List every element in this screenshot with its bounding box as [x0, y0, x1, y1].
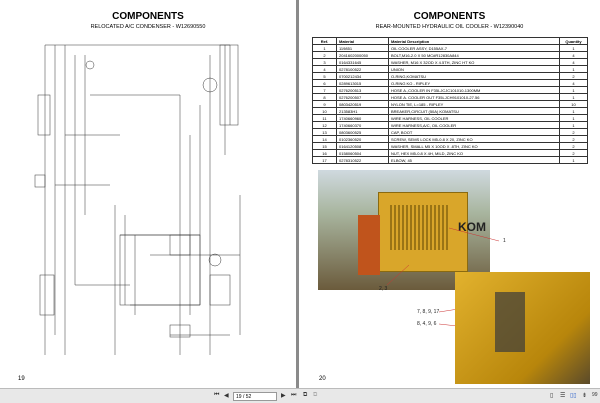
prev-page-button[interactable]: ◀ [224, 393, 229, 399]
page-number-input[interactable]: 19 / 52 [233, 392, 277, 401]
quantity-cell: 1 [559, 156, 588, 164]
continuous-view-icon[interactable]: ☰ [560, 393, 566, 399]
copy-icon[interactable]: ⧉ [303, 392, 308, 398]
page-title: COMPONENTS [112, 11, 184, 22]
photo-brand-text: KOM [458, 220, 486, 234]
callout-label: 1 [503, 238, 506, 244]
first-page-button[interactable]: ⏮ [214, 392, 220, 398]
next-page-button[interactable]: ▶ [281, 393, 286, 399]
page-number: 20 [319, 376, 326, 382]
last-page-button[interactable]: ⏭ [291, 392, 297, 398]
photo-oil-cooler-detail [455, 272, 590, 384]
fit-view-icon[interactable]: ⇟ [582, 393, 588, 399]
parts-table: Ref. Material Material Description Quant… [312, 37, 588, 164]
page-number: 19 [18, 376, 25, 382]
paste-icon[interactable]: ⧉ [313, 392, 318, 398]
page-subtitle: RELOCATED A/C CONDENSER - W12690550 [90, 24, 206, 30]
photo-oil-cooler-rear: KOM [318, 170, 490, 290]
page-20: COMPONENTS REAR-MOUNTED HYDRAULIC OIL CO… [299, 0, 600, 388]
page-subtitle: REAR-MOUNTED HYDRAULIC OIL COOLER - W123… [375, 24, 524, 30]
viewer-toolbar: ⏮ ◀ 19 / 52 ▶ ⏭ ⧉ ⧉ ▯ ☰ ▯▯ ⇟ 99 [0, 388, 600, 403]
wiring-diagram [34, 44, 241, 355]
zoom-level[interactable]: 99 [592, 392, 598, 398]
callout-label: 2, 3 [379, 286, 388, 292]
callout-label: 8, 4, 9, 6 [417, 321, 437, 327]
two-page-view-icon[interactable]: ▯▯ [570, 393, 577, 399]
callout-label: 7, 8, 9, 17 [417, 309, 440, 315]
page-title: COMPONENTS [413, 11, 486, 22]
page-19: COMPONENTS RELOCATED A/C CONDENSER - W12… [0, 0, 296, 388]
single-page-view-icon[interactable]: ▯ [550, 393, 554, 399]
